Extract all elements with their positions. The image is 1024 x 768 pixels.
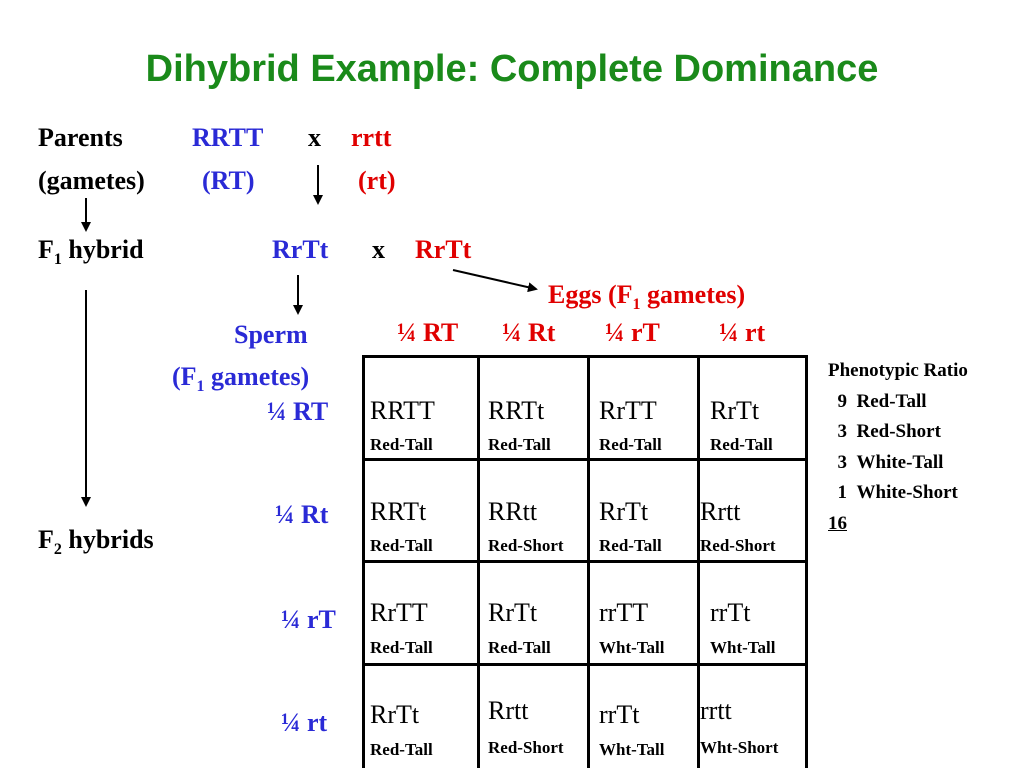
cell-phenotype: Red-Tall — [488, 638, 551, 657]
cell-genotype: RrTt — [710, 396, 760, 425]
punnett-cell: rrTT Wht-Tall — [599, 563, 709, 663]
cell-genotype: rrtt — [700, 696, 732, 725]
egg-header-3: ¼ rT — [605, 318, 660, 347]
punnett-square: RRTT Red-Tall RRTt Red-Tall RrTT Red-Tal… — [362, 355, 808, 768]
ratio-row: 9 Red-Tall — [837, 390, 927, 412]
ratio-row: 3 Red-Short — [837, 421, 941, 442]
punnett-cell: rrTt Wht-Tall — [710, 563, 820, 663]
parent-gamete-1: (RT) — [202, 166, 255, 195]
cell-phenotype: Red-Tall — [599, 435, 662, 454]
cell-phenotype: Red-Tall — [370, 435, 433, 454]
sperm-label-line2: (F1 gametes) — [172, 362, 310, 396]
egg-header-4: ¼ rt — [719, 318, 766, 347]
cell-genotype: RrTt — [370, 700, 420, 729]
parents-cross-symbol: x — [308, 123, 321, 152]
cell-genotype: RRTT — [370, 396, 435, 425]
cell-phenotype: Wht-Tall — [710, 638, 776, 657]
cell-phenotype: Red-Short — [488, 536, 564, 555]
eggs-label: Eggs (F1 gametes) — [548, 280, 746, 314]
parent-gamete-2: (rt) — [358, 166, 396, 195]
ratio-row: 3 White-Tall — [837, 451, 944, 473]
punnett-cell: Rrtt Red-Short — [488, 666, 598, 766]
punnett-cell: RrTt Red-Tall — [488, 563, 598, 663]
cell-genotype: rrTt — [710, 598, 751, 627]
cell-phenotype: Red-Tall — [370, 638, 433, 657]
punnett-cell: RRTT Red-Tall — [370, 358, 480, 458]
ratio-row: 1 White-Short — [837, 482, 958, 503]
cell-genotype: RRtt — [488, 497, 538, 526]
cell-genotype: RrTT — [599, 396, 657, 425]
cell-phenotype: Red-Short — [488, 738, 564, 757]
cell-phenotype: Red-Tall — [599, 536, 662, 555]
cell-phenotype: Wht-Tall — [599, 638, 665, 657]
sperm-header-1: ¼ RT — [267, 397, 329, 426]
punnett-cell: RrTt Red-Tall — [370, 666, 480, 766]
f1-genotype-1: RrTt — [272, 235, 329, 264]
sperm-header-4: ¼ rt — [281, 708, 328, 737]
punnett-cell: RRTt Red-Tall — [370, 461, 480, 561]
cell-phenotype: Red-Tall — [488, 435, 551, 454]
punnett-cell: RrTT Red-Tall — [370, 563, 480, 663]
ratio-title: Phenotypic Ratio — [828, 360, 968, 381]
cell-genotype: Rrtt — [488, 696, 529, 725]
cell-genotype: RRTt — [488, 396, 545, 425]
arrow-f1-to-eggs — [452, 269, 538, 293]
cell-genotype: Rrtt — [700, 497, 741, 526]
gametes-label: (gametes) — [38, 166, 145, 195]
cell-genotype: RRTt — [370, 497, 427, 526]
f1-label: F1 hybrid — [38, 235, 144, 269]
ratio-total: 16 — [828, 512, 847, 534]
f1-genotype-2: RrTt — [415, 235, 472, 264]
cell-genotype: RrTT — [370, 598, 428, 627]
cell-phenotype: Red-Tall — [710, 435, 773, 454]
cell-phenotype: Red-Short — [700, 536, 776, 555]
punnett-cell: rrTt Wht-Tall — [599, 666, 709, 766]
sperm-header-3: ¼ rT — [281, 605, 336, 634]
punnett-cell: Rrtt Red-Short — [700, 461, 810, 561]
punnett-cell: rrtt Wht-Short — [700, 666, 810, 766]
cell-phenotype: Wht-Tall — [599, 740, 665, 759]
cell-phenotype: Red-Tall — [370, 536, 433, 555]
parents-label: Parents — [38, 123, 123, 152]
punnett-cell: RRTt Red-Tall — [488, 358, 598, 458]
phenotypic-ratio: Phenotypic Ratio 9 Red-Tall 3 Red-Short … — [828, 356, 968, 539]
cell-genotype: RrTt — [599, 497, 649, 526]
cell-genotype: rrTt — [599, 700, 640, 729]
punnett-cell: RrTt Red-Tall — [599, 461, 709, 561]
cell-phenotype: Red-Tall — [370, 740, 433, 759]
egg-header-2: ¼ Rt — [502, 318, 556, 347]
f2-label: F2 hybrids — [38, 525, 154, 559]
cell-genotype: RrTt — [488, 598, 538, 627]
punnett-cell: RrTT Red-Tall — [599, 358, 709, 458]
cell-phenotype: Wht-Short — [700, 738, 779, 757]
punnett-cell: RRtt Red-Short — [488, 461, 598, 561]
f1-cross-symbol: x — [372, 235, 385, 264]
sperm-header-2: ¼ Rt — [275, 500, 329, 529]
egg-header-1: ¼ RT — [397, 318, 459, 347]
cell-genotype: rrTT — [599, 598, 649, 627]
punnett-cell: RrTt Red-Tall — [710, 358, 820, 458]
sperm-label-line1: Sperm — [234, 320, 308, 349]
parent-genotype-1: RRTT — [192, 123, 264, 152]
parent-genotype-2: rrtt — [351, 123, 392, 152]
slide-title: Dihybrid Example: Complete Dominance — [145, 48, 879, 90]
